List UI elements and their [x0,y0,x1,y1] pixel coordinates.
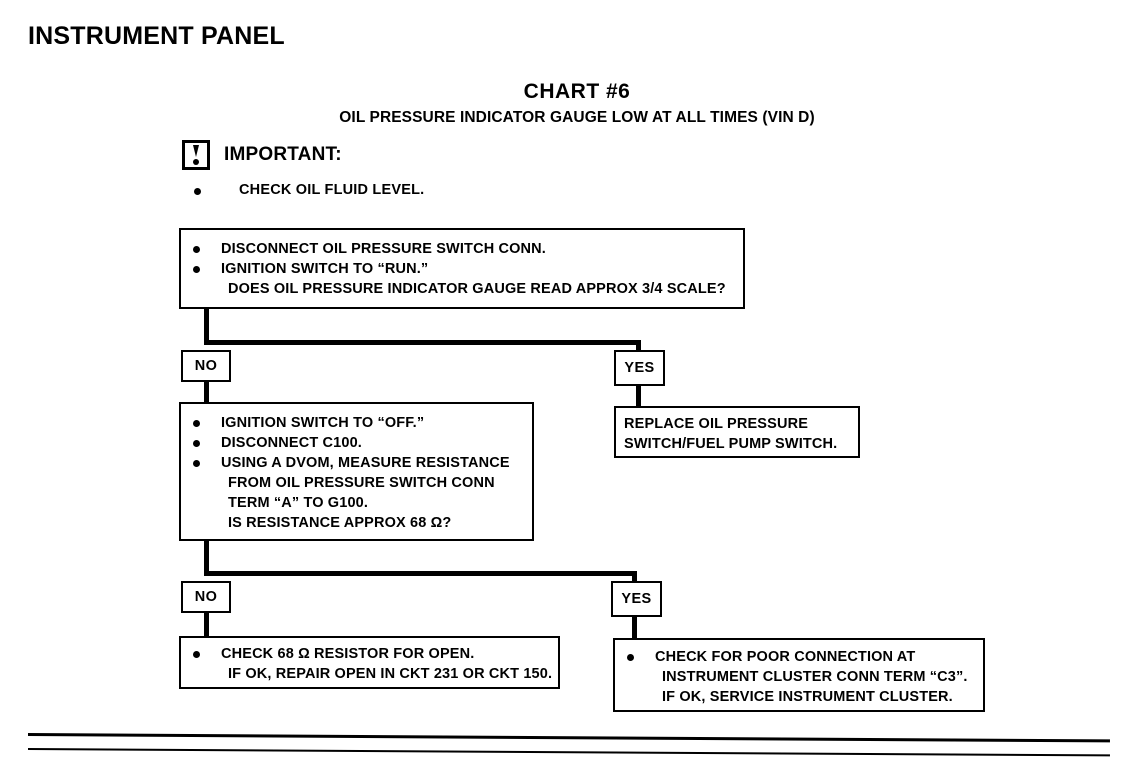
page-title: INSTRUMENT PANEL [28,22,285,50]
node-line: CHECK 68 Ω RESISTOR FOR OPEN. [193,644,548,664]
node-line-text: TERM “A” TO G100. [228,495,369,511]
branch-label-no-1[interactable]: NO [181,350,231,382]
disconnect-oil-pressure-switch-node[interactable]: DISCONNECT OIL PRESSURE SWITCH CONN. IGN… [179,228,745,309]
bullet-dot-icon [193,420,200,427]
node-body: DISCONNECT OIL PRESSURE SWITCH CONN. IGN… [181,230,743,308]
node-line: IF OK, REPAIR OPEN IN CKT 231 OR CKT 150… [193,664,552,684]
important-bullet-text: CHECK OIL FLUID LEVEL. [239,182,425,198]
node-line: DOES OIL PRESSURE INDICATOR GAUGE READ A… [193,279,733,299]
node-line-text: INSTRUMENT CLUSTER CONN TERM “C3”. [662,669,968,685]
footer-rule-top [27,733,1110,743]
node-line: DISCONNECT C100. [193,433,522,453]
node-line: REPLACE OIL PRESSURE [624,414,848,434]
node-line: TERM “A” TO G100. [193,493,522,513]
node-line: IGNITION SWITCH TO “RUN.” [193,259,733,279]
node-line-text: DISCONNECT C100. [221,435,362,451]
chart-number-text: CHART #6 [523,80,631,103]
node-line: INSTRUMENT CLUSTER CONN TERM “C3”. [627,667,973,687]
bullet-dot-icon [627,654,634,661]
branch-label-no-2[interactable]: NO [181,581,231,613]
connector-split-bar-2 [204,571,637,576]
node-line-text: SWITCH/FUEL PUMP SWITCH. [624,436,838,452]
node-line-text: FROM OIL PRESSURE SWITCH CONN [228,475,495,491]
branch-label-yes-2[interactable]: YES [611,581,662,617]
node-line-text: IGNITION SWITCH TO “RUN.” [221,261,429,277]
branch-label-yes-1[interactable]: YES [614,350,665,386]
connector-yes2-to-cluster [632,615,637,640]
important-block: IMPORTANT: CHECK OIL FLUID LEVEL. [182,140,702,198]
bullet-dot-icon [194,188,201,195]
branch-label-text: NO [194,358,218,374]
node-line: FROM OIL PRESSURE SWITCH CONN [193,473,522,493]
bullet-dot-icon [193,651,200,658]
node-body: CHECK 68 Ω RESISTOR FOR OPEN. IF OK, REP… [181,638,558,690]
connector-step1-down [204,308,209,344]
important-heading-row: IMPORTANT: [182,140,702,170]
connector-split-bar-1 [204,340,641,345]
node-line: CHECK FOR POOR CONNECTION AT [627,647,973,667]
node-line: IGNITION SWITCH TO “OFF.” [193,413,522,433]
connector-yes1-to-replace [636,384,641,408]
node-line: DISCONNECT OIL PRESSURE SWITCH CONN. [193,239,733,259]
replace-oil-pressure-switch-node[interactable]: REPLACE OIL PRESSURE SWITCH/FUEL PUMP SW… [614,406,860,458]
node-body: REPLACE OIL PRESSURE SWITCH/FUEL PUMP SW… [616,408,858,460]
branch-label-text: YES [624,360,655,376]
node-line: SWITCH/FUEL PUMP SWITCH. [624,434,848,454]
node-line-text: CHECK FOR POOR CONNECTION AT [655,649,916,665]
measure-resistance-node[interactable]: IGNITION SWITCH TO “OFF.” DISCONNECT C10… [179,402,534,541]
connector-step2-down [204,539,209,575]
chart-subtitle-text: OIL PRESSURE INDICATOR GAUGE LOW AT ALL … [339,109,815,126]
chart-number: CHART #6 [0,80,1136,104]
node-line-text: DOES OIL PRESSURE INDICATOR GAUGE READ A… [228,281,726,297]
node-line-text: CHECK 68 Ω RESISTOR FOR OPEN. [221,646,475,662]
chart-subtitle: OIL PRESSURE INDICATOR GAUGE LOW AT ALL … [0,109,1136,127]
branch-label-text: NO [194,589,218,605]
node-line-text: REPLACE OIL PRESSURE [624,416,809,432]
connector-no1-to-step2 [204,380,209,404]
node-line-text: USING A DVOM, MEASURE RESISTANCE [221,455,510,471]
node-line: IS RESISTANCE APPROX 68 Ω? [193,513,522,533]
node-line: USING A DVOM, MEASURE RESISTANCE [193,453,522,473]
important-label: IMPORTANT: [224,144,342,165]
branch-label-text: YES [621,591,652,607]
bullet-dot-icon [193,460,200,467]
important-bullet-item: CHECK OIL FLUID LEVEL. [182,182,702,198]
check-cluster-connection-node[interactable]: CHECK FOR POOR CONNECTION AT INSTRUMENT … [613,638,985,712]
node-body: IGNITION SWITCH TO “OFF.” DISCONNECT C10… [181,404,532,542]
node-line-text: IF OK, SERVICE INSTRUMENT CLUSTER. [662,689,953,705]
bullet-dot-icon [193,266,200,273]
exclamation-in-box-icon [182,140,210,170]
footer-rule-bottom [27,748,1110,757]
node-line-text: DISCONNECT OIL PRESSURE SWITCH CONN. [221,241,546,257]
node-line-text: IF OK, REPAIR OPEN IN CKT 231 OR CKT 150… [228,666,553,682]
node-line-text: IS RESISTANCE APPROX 68 Ω? [228,515,452,531]
node-body: CHECK FOR POOR CONNECTION AT INSTRUMENT … [615,640,983,714]
connector-no2-to-resistor [204,611,209,638]
node-line-text: IGNITION SWITCH TO “OFF.” [221,415,425,431]
node-line: IF OK, SERVICE INSTRUMENT CLUSTER. [627,687,973,707]
bullet-dot-icon [193,440,200,447]
bullet-dot-icon [193,246,200,253]
check-resistor-node[interactable]: CHECK 68 Ω RESISTOR FOR OPEN. IF OK, REP… [179,636,560,689]
